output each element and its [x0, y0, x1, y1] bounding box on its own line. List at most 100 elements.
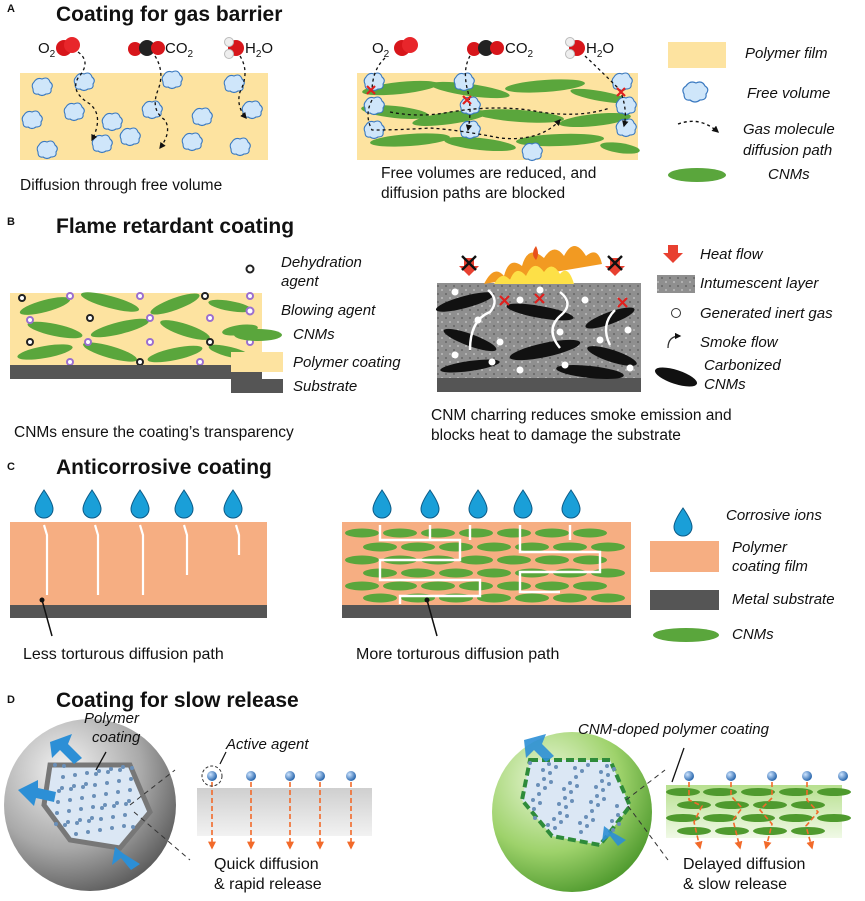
legend-heat-flow: Heat flow: [700, 246, 763, 263]
legend-smoke-flow-icon: [667, 332, 682, 349]
cnm-sheet: [459, 528, 493, 538]
cnm-sheet: [497, 528, 531, 538]
active-agent-dot: [121, 765, 125, 769]
active-agent-dot: [86, 830, 90, 834]
agent-dot: [136, 292, 144, 300]
cnm-sheet: [497, 581, 531, 591]
cnm-sheet: [535, 581, 569, 591]
agent-dot: [146, 314, 154, 322]
active-agent-dot: [75, 821, 79, 825]
free-volume-icon: [21, 110, 43, 130]
inert-gas-bubble: [626, 364, 634, 372]
legend-corrosive-ion-icon: [673, 507, 693, 537]
active-agent-dot: [573, 766, 577, 770]
active-agent-dot: [599, 770, 603, 774]
free-volume-icon: [223, 74, 245, 94]
cnm-sheet: [516, 133, 604, 147]
legend-substrate-swatch: [231, 379, 283, 393]
active-agent-dot: [612, 767, 616, 771]
legend-inert-gas: Generated inert gas: [700, 305, 833, 322]
free-volume-icon: [161, 70, 183, 90]
active-agent-dot: [98, 828, 102, 832]
cnm-sheet: [741, 788, 775, 796]
corrosive-ion-icon: [513, 489, 533, 519]
active-agent-dot: [541, 768, 545, 772]
active-agent-dot: [78, 818, 82, 822]
cnm-sheet: [573, 528, 607, 538]
panel-c-graphics: [10, 489, 719, 642]
active-agent-dot: [56, 800, 60, 804]
corrosive-ion-icon: [130, 489, 150, 519]
active-agent-dot: [538, 801, 542, 805]
release-arrows-green: [524, 734, 626, 846]
active-agent-dot: [60, 786, 64, 790]
active-agent-dots-green: [528, 761, 621, 834]
cnm-sheet: [83, 342, 137, 362]
legend-carbonized-icon: [654, 367, 698, 387]
agent-dot: [86, 314, 94, 322]
agent-dot: [201, 292, 209, 300]
active-agent-ball: [767, 771, 777, 781]
legend-intumescent: Intumescent layer: [700, 275, 819, 292]
active-agent-dot: [536, 783, 540, 787]
active-agent-dot: [81, 785, 85, 789]
active-agent-dot: [112, 804, 116, 808]
legend-coating-film-swatch: [650, 541, 719, 572]
cnm-sheet: [17, 344, 73, 360]
active-agent-dot: [617, 822, 621, 826]
legend-dehydration-2: agent: [281, 273, 319, 290]
active-agent-dot: [579, 830, 583, 834]
active-agent-dot: [68, 798, 72, 802]
caption-d-left-2: & rapid release: [214, 876, 322, 893]
active-agent-dot: [69, 787, 73, 791]
cnm-sheets-release: [666, 788, 851, 835]
active-agent-dot: [586, 763, 590, 767]
active-agent-dot: [117, 779, 121, 783]
active-agent-dot: [591, 818, 595, 822]
heat-flow-blocked-icons: [459, 255, 625, 276]
active-agent-dot: [537, 792, 541, 796]
cnm-sheet: [666, 788, 700, 796]
cnm-sheet: [27, 321, 83, 339]
active-agent-pointer: [219, 751, 227, 765]
cnm-sheets-anticorrosive: [345, 528, 625, 603]
active-agent-dot: [570, 799, 574, 803]
carbonized-cnm: [440, 359, 500, 373]
cnm-sheet: [80, 292, 140, 312]
agent-dot: [84, 338, 92, 346]
diffusion-crack: [182, 524, 189, 575]
free-volume-icon: [101, 112, 123, 132]
fast-diffusion-arrows: [207, 771, 356, 850]
inert-gas-bubble: [516, 296, 524, 304]
active-agent-dot: [99, 817, 103, 821]
cnm-sheet: [515, 542, 549, 552]
cnm-sheet: [444, 136, 516, 152]
diffusion-crack: [138, 524, 145, 595]
active-agent-dot: [596, 803, 600, 807]
active-agent-dot: [131, 825, 135, 829]
panel-a-title: Coating for gas barrier: [56, 3, 283, 26]
free-volume-icon: [31, 77, 53, 97]
panel-a-graphics: [20, 37, 726, 182]
active-agent-dot: [578, 821, 582, 825]
legend-cnms-c: CNMs: [732, 626, 774, 643]
cnm-doped-pointer: [671, 747, 685, 783]
active-agent-dot: [547, 762, 551, 766]
flames: [484, 246, 602, 284]
active-agent-dot: [584, 815, 588, 819]
panel-b-graphics: [10, 245, 698, 393]
carbonized-cnm: [435, 292, 495, 312]
active-agent-dot: [549, 780, 553, 784]
active-agent-dot: [562, 787, 566, 791]
cnm-sheet: [19, 297, 71, 315]
inert-gas-bubble: [536, 286, 544, 294]
cnm-sheet: [383, 581, 417, 591]
agent-dot: [66, 358, 74, 366]
legend-metal: Metal substrate: [732, 591, 835, 608]
active-agent-ball: [726, 771, 736, 781]
inert-gas-bubble: [451, 351, 459, 359]
active-agent-dot: [62, 764, 66, 768]
active-agent-ball: [207, 771, 217, 781]
legend-carbonized-2: CNMs: [704, 376, 746, 393]
active-agent-dot: [528, 761, 532, 765]
